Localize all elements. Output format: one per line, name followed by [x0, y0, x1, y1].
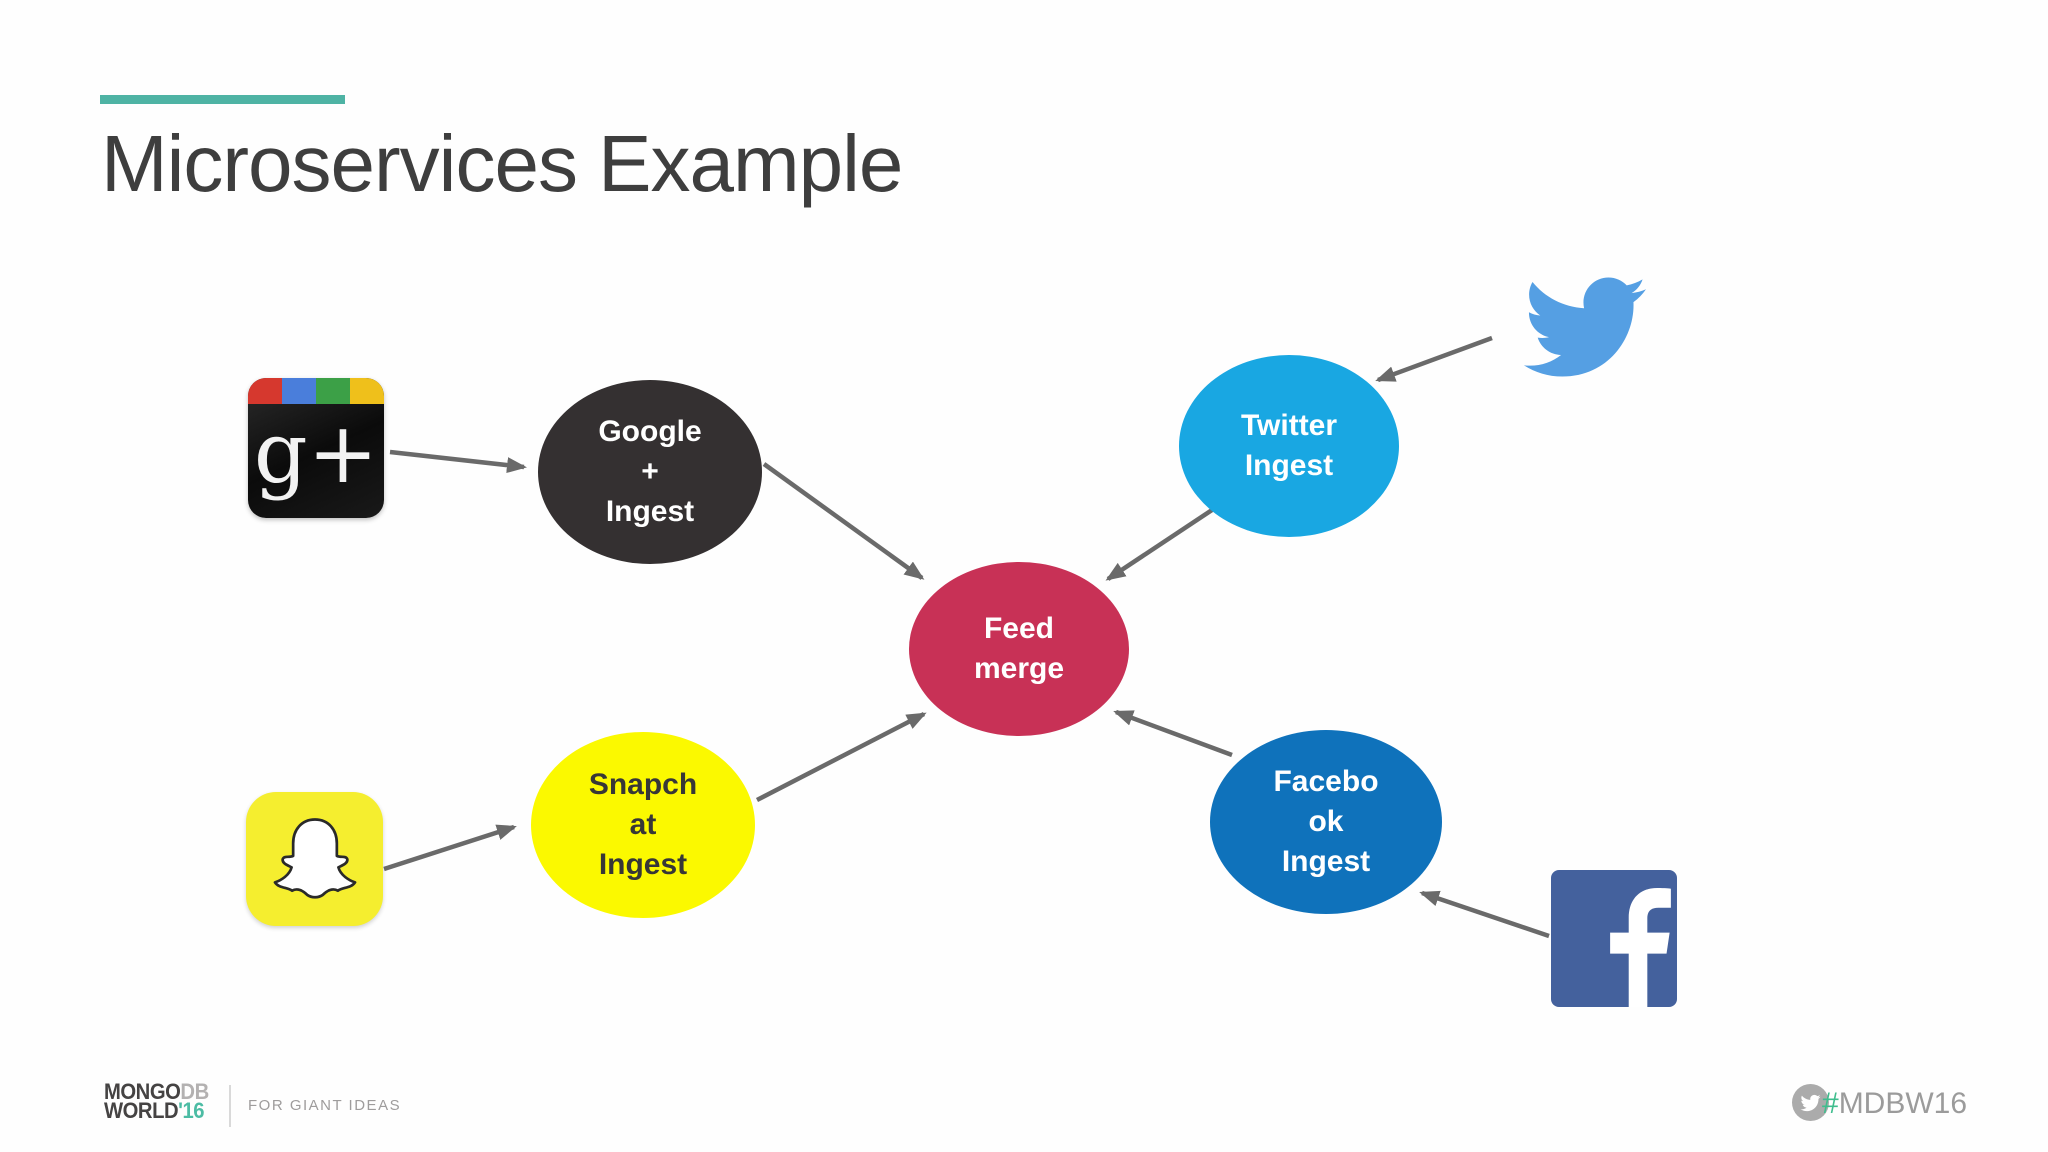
- node-label-line: Google: [598, 415, 702, 448]
- node-feed-merge: Feed merge: [909, 562, 1129, 736]
- node-label-line: Snapch: [588, 768, 698, 801]
- hashtag-mark: #: [1822, 1087, 1839, 1120]
- node-label-line: +: [641, 455, 659, 488]
- arrow-twitter-icon-to-twitter-node: [1375, 335, 1493, 383]
- node-label-line: Ingest: [1281, 845, 1371, 878]
- node-label-line: Facebo: [1273, 765, 1379, 798]
- page-title: Microservices Example: [101, 119, 903, 208]
- hashtag-text: MDBW16: [1838, 1087, 1968, 1120]
- arrow-facebook-node-to-feed: [1113, 709, 1233, 758]
- google-plus-glyph: g+: [253, 404, 379, 502]
- arrow-twitter-node-to-feed: [1105, 508, 1214, 581]
- snapchat-icon: [246, 792, 383, 926]
- arrow-snapchat-node-to-feed: [755, 711, 927, 803]
- node-snapchat-ingest: Snapch at Ingest: [531, 732, 755, 918]
- event-hashtag: #MDBW16: [1822, 1087, 1967, 1121]
- twitter-bird-icon: [1524, 277, 1646, 377]
- footer-twitter-badge: [1792, 1084, 1829, 1121]
- node-twitter-ingest: Twitter Ingest: [1179, 355, 1399, 537]
- snapchat-ghost: [273, 818, 356, 899]
- node-label-line: Ingest: [1244, 449, 1334, 482]
- node-label-line: Feed: [983, 612, 1055, 645]
- logo-text: '16: [178, 1098, 205, 1123]
- logo-text: WORLD: [104, 1098, 179, 1123]
- node-label-line: Ingest: [598, 848, 688, 881]
- footer-divider: [229, 1085, 231, 1127]
- arrow-gplus-icon-to-google-node: [389, 449, 527, 474]
- google-plus-icon: g+: [248, 378, 384, 518]
- arrow-snapchat-icon-to-snapchat-node: [383, 824, 517, 872]
- facebook-icon: [1551, 870, 1677, 1007]
- node-facebook-ingest: Facebo ok Ingest: [1210, 730, 1442, 914]
- title-accent-line: [100, 95, 345, 104]
- node-label-line: Twitter: [1240, 409, 1338, 442]
- arrow-facebook-icon-to-facebook-node: [1419, 890, 1550, 939]
- mongodb-world-logo: MONGODB WORLD'16: [104, 1079, 209, 1123]
- google-plus-stripe: [248, 378, 384, 404]
- footer-tagline: FOR GIANT IDEAS: [248, 1097, 402, 1114]
- twitter-bird-icon: [1800, 1094, 1821, 1111]
- node-google-plus-ingest: Google + Ingest: [538, 380, 762, 564]
- facebook-f: [1610, 887, 1671, 1007]
- node-label-line: Ingest: [605, 495, 695, 528]
- node-label-line: merge: [973, 652, 1065, 685]
- logo-text: MONGO: [104, 1079, 181, 1104]
- arrow-google-node-to-feed: [762, 462, 925, 580]
- node-label-line: ok: [1308, 805, 1344, 838]
- node-label-line: at: [629, 808, 657, 841]
- logo-text: DB: [180, 1079, 209, 1104]
